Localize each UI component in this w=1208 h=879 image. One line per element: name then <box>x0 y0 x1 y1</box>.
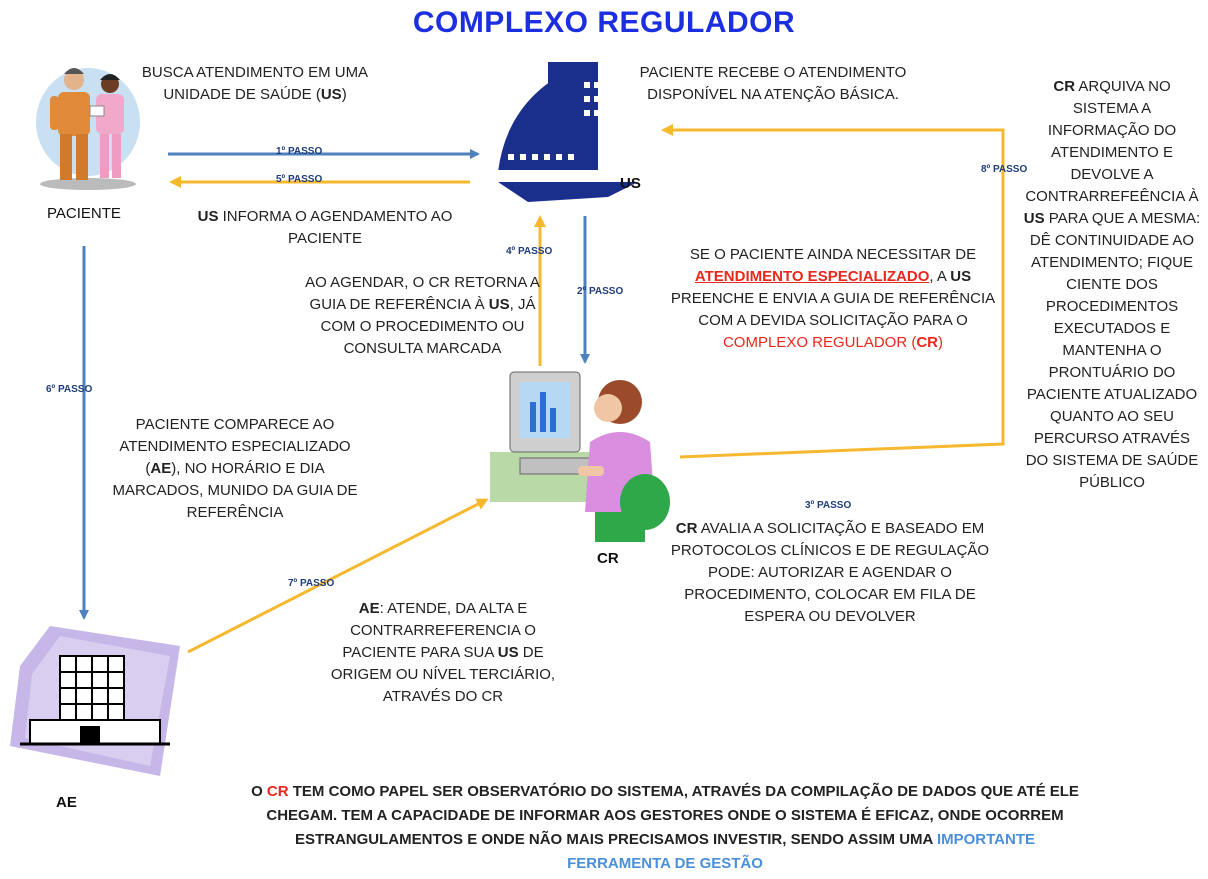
health-unit-icon <box>488 62 638 202</box>
specialized-care-icon <box>10 626 180 776</box>
diagram-title: COMPLEXO REGULADOR <box>412 6 796 39</box>
text-us-informa: US INFORMA O AGENDAMENTO AO PACIENTE <box>197 208 453 247</box>
step-5-label: 5º PASSO <box>276 174 323 185</box>
text-busca-atendimento: BUSCA ATENDIMENTO EM UMA UNIDADE DE SAÚD… <box>141 64 369 103</box>
text-paciente-recebe: PACIENTE RECEBE O ATENDIMENTO DISPONÍVEL… <box>639 64 907 103</box>
step-4-label: 4º PASSO <box>506 246 553 257</box>
node-us-label: US <box>620 175 641 192</box>
arrow-step-7 <box>187 498 489 654</box>
step-3-label: 3º PASSO <box>805 500 852 511</box>
text-cr-avalia: CR AVALIA A SOLICITAÇÃO E BASEADO EM PRO… <box>670 520 990 625</box>
text-cr-arquiva: CR ARQUIVA NO SISTEMA A INFORMAÇÃO DO AT… <box>1023 78 1201 491</box>
arrow-step-8 <box>661 124 1005 459</box>
step-7-label: 7º PASSO <box>288 578 335 589</box>
node-paciente-label: PACIENTE <box>47 205 121 222</box>
text-ae-atende: AE: ATENDE, DA ALTA E CONTRARREFERENCIA … <box>330 600 556 705</box>
patient-doctor-icon <box>36 68 140 190</box>
node-ae-label: AE <box>56 794 77 811</box>
footer-statement: O CR TEM COMO PAPEL SER OBSERVATÓRIO DO … <box>251 783 1079 872</box>
step-1-label: 1º PASSO <box>276 146 323 157</box>
regulator-computer-icon <box>490 371 670 542</box>
step-2-label: 2º PASSO <box>577 286 624 297</box>
step-6-label: 6º PASSO <box>46 384 93 395</box>
text-paciente-comparece: PACIENTE COMPARECE AO ATENDIMENTO ESPECI… <box>112 416 358 521</box>
text-ao-agendar: AO AGENDAR, O CR RETORNA A GUIA DE REFER… <box>305 274 540 357</box>
node-cr-label: CR <box>597 550 619 567</box>
step-8-label: 8º PASSO <box>981 164 1028 175</box>
text-se-paciente: SE O PACIENTE AINDA NECESSITAR DE ATENDI… <box>670 246 996 351</box>
